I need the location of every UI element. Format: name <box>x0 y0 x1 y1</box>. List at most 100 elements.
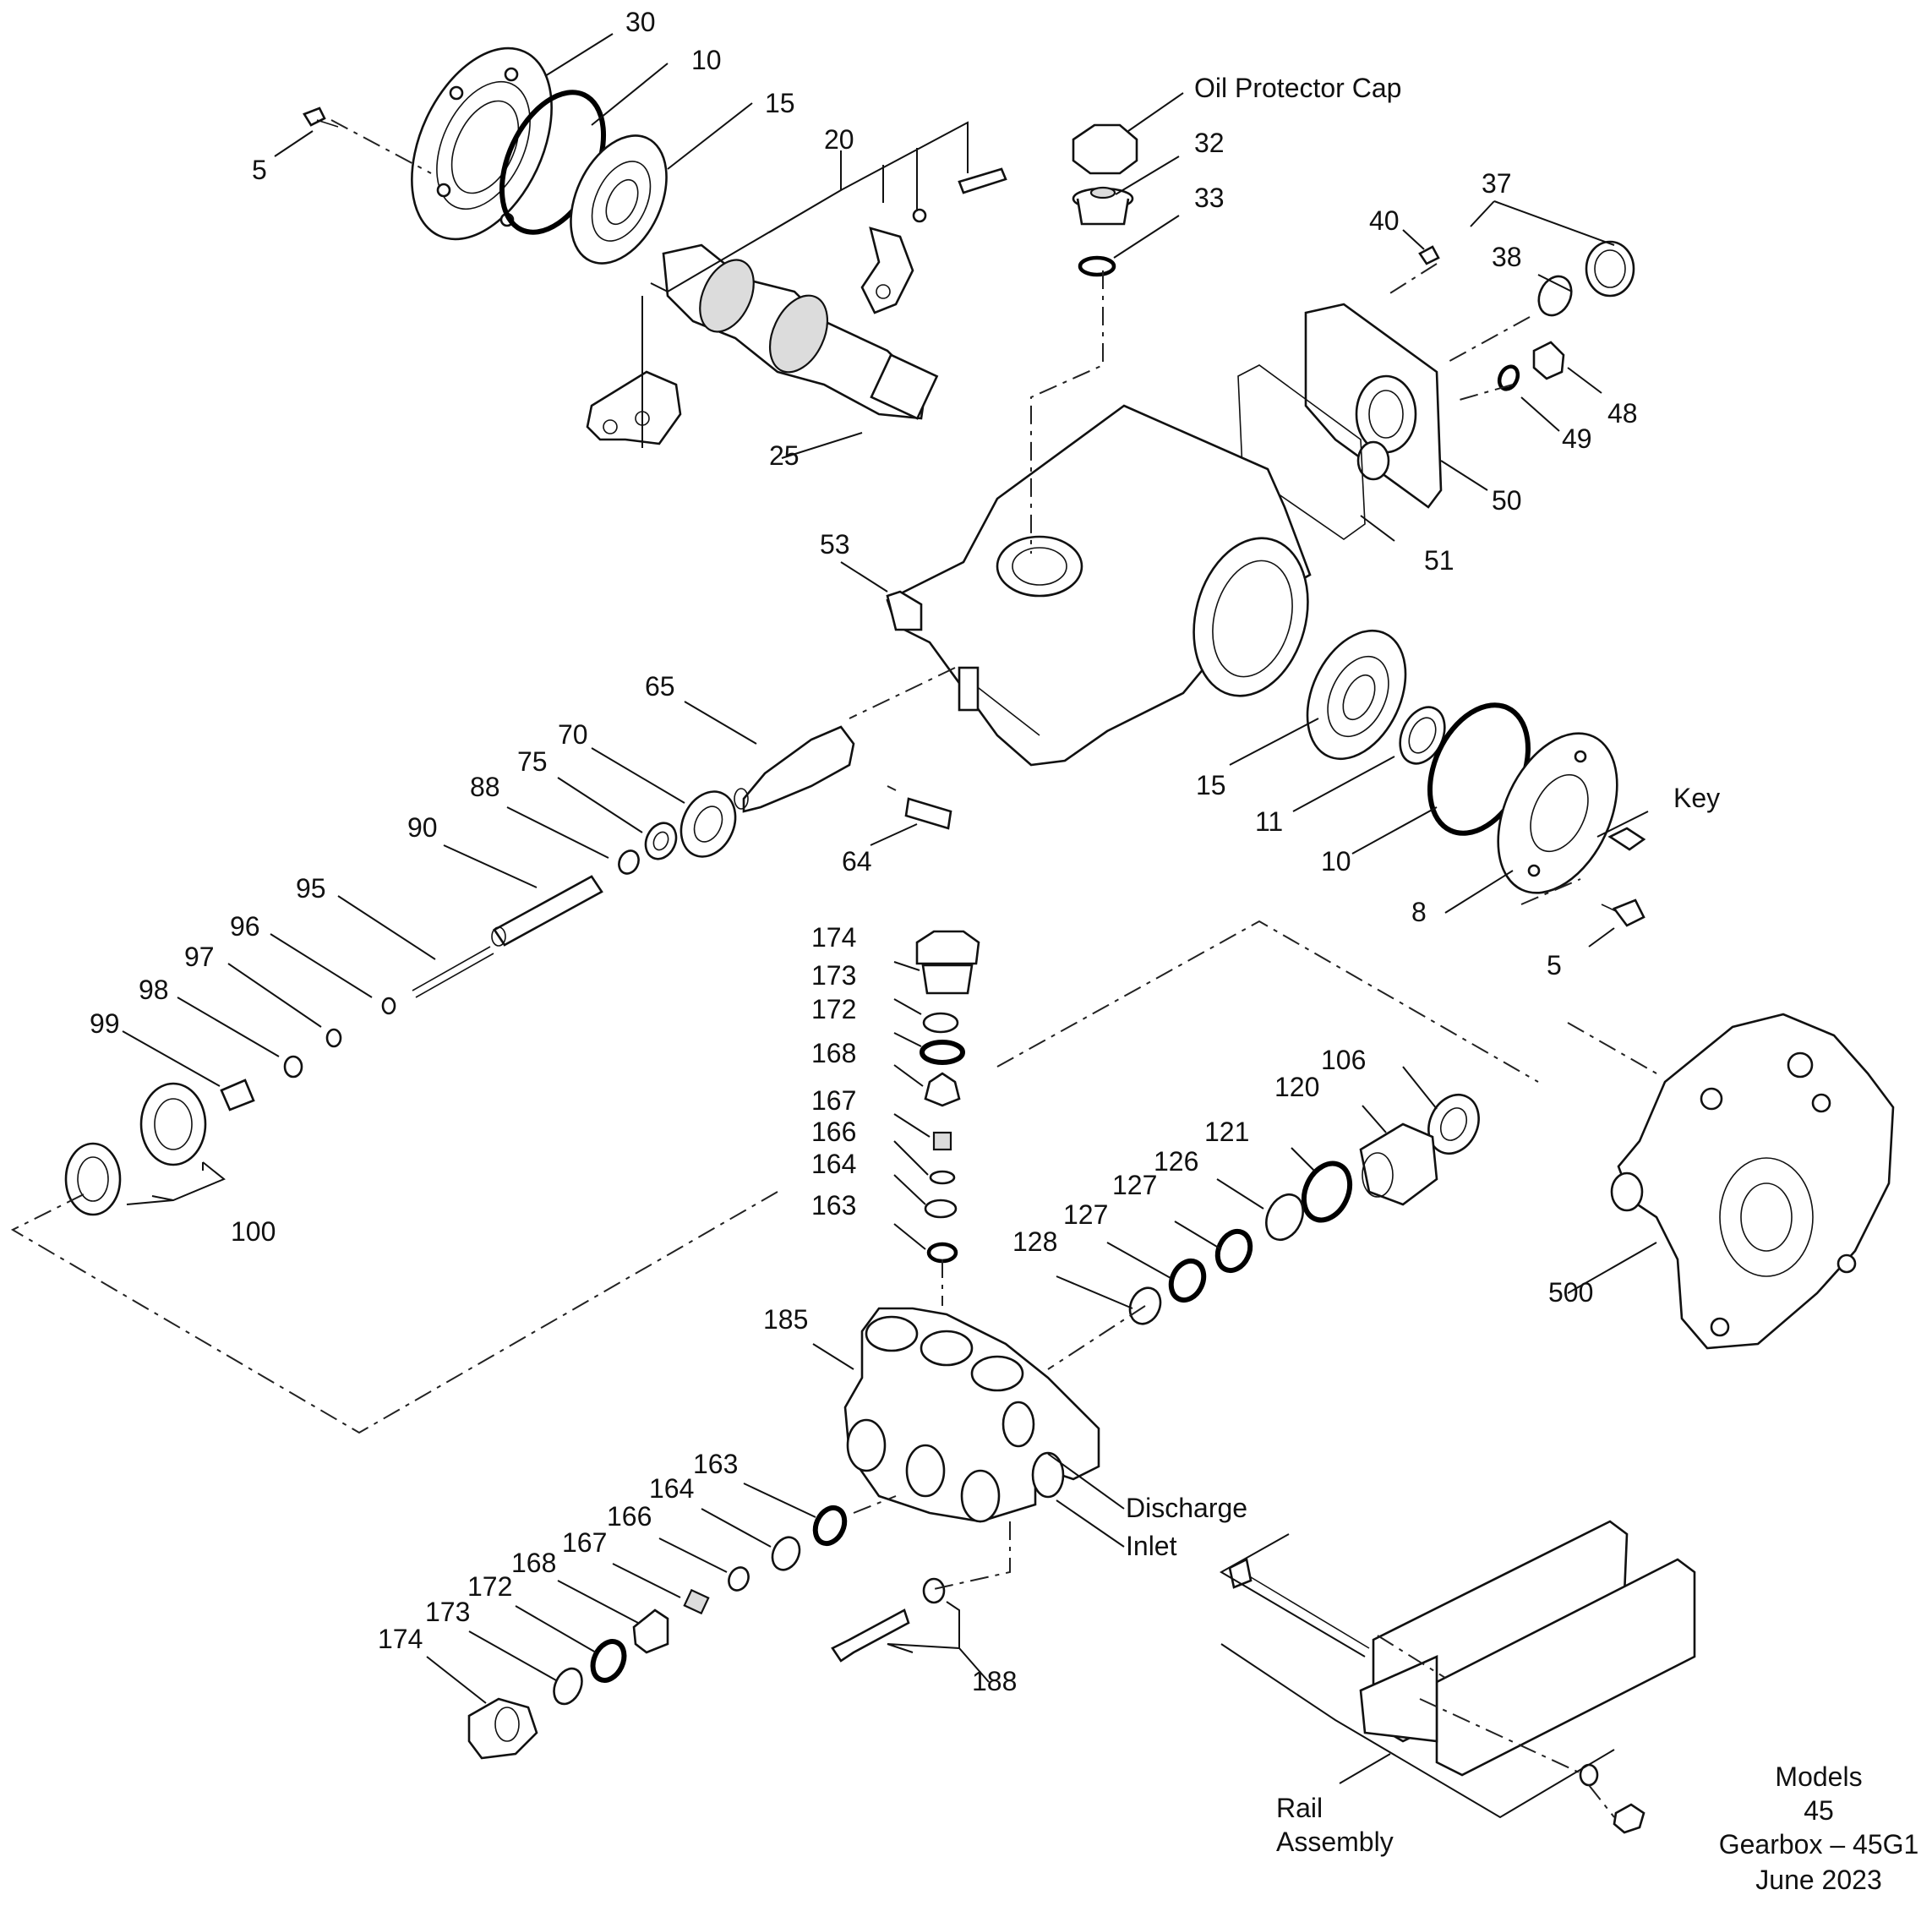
label-99: 99 <box>90 1008 120 1039</box>
o-ring-38 <box>1537 275 1573 317</box>
label-75: 75 <box>517 746 548 777</box>
valve-plug-174-top <box>915 930 980 995</box>
valve-seat-164-bottom <box>771 1536 801 1571</box>
label-37: 37 <box>1482 168 1512 199</box>
label-48: 48 <box>1607 398 1638 429</box>
label-128: 128 <box>1012 1226 1057 1257</box>
label-172-top: 172 <box>811 994 856 1024</box>
bolt-99 <box>220 1079 255 1111</box>
label-127-b: 127 <box>1063 1199 1108 1230</box>
label-174-bottom: 174 <box>378 1624 423 1654</box>
label-inlet: Inlet <box>1126 1531 1177 1561</box>
label-185: 185 <box>763 1304 808 1335</box>
connecting-rod-20 <box>860 167 1007 314</box>
oil-seal-70 <box>679 790 737 858</box>
label-65: 65 <box>645 671 675 702</box>
label-164-bottom: 164 <box>649 1473 694 1504</box>
label-166-top: 166 <box>811 1117 856 1147</box>
backup-ring-173-bottom <box>553 1667 583 1706</box>
footer-model-number: 45 <box>1804 1795 1834 1826</box>
o-ring-163-bottom <box>812 1505 848 1547</box>
ball-bearing-15-top <box>570 134 668 265</box>
label-38: 38 <box>1492 242 1522 272</box>
screw-40 <box>1418 245 1440 265</box>
oil-filler-plug-32 <box>1072 186 1134 226</box>
washer-98 <box>283 1055 303 1079</box>
backup-ring-172-top <box>922 1012 959 1034</box>
footer-date: June 2023 <box>1755 1865 1881 1895</box>
valve-166-bottom <box>728 1566 750 1592</box>
crosshead-65 <box>734 725 855 813</box>
seal-126 <box>1265 1193 1304 1242</box>
screw-5-top <box>303 106 339 128</box>
seal-retainer-106 <box>1427 1093 1480 1155</box>
label-100: 100 <box>231 1216 276 1247</box>
washer-96 <box>381 997 396 1015</box>
label-5-right: 5 <box>1547 950 1562 980</box>
label-rail: Rail <box>1276 1793 1323 1823</box>
label-120: 120 <box>1274 1072 1319 1102</box>
label-30: 30 <box>625 7 656 37</box>
manifold-185 <box>843 1307 1100 1523</box>
label-8: 8 <box>1411 897 1427 927</box>
label-10-top: 10 <box>691 45 722 75</box>
label-500: 500 <box>1548 1277 1593 1308</box>
spring-167-top <box>932 1131 952 1151</box>
label-172-bottom: 172 <box>467 1571 512 1602</box>
model-footer: Models 45 Gearbox – 45G1 June 2023 <box>1719 1761 1919 1895</box>
o-ring-163-top <box>926 1242 958 1264</box>
label-50: 50 <box>1492 485 1522 516</box>
footer-gearbox: Gearbox – 45G1 <box>1719 1829 1919 1860</box>
label-rail-assembly: Assembly <box>1276 1827 1394 1857</box>
label-25: 25 <box>769 440 800 471</box>
label-51: 51 <box>1424 545 1454 576</box>
label-166-bottom: 166 <box>607 1501 652 1532</box>
drain-plug-48 <box>1532 341 1565 380</box>
bearing-cover-8 <box>1497 732 1618 894</box>
label-121: 121 <box>1204 1117 1249 1147</box>
ring-88 <box>618 849 640 875</box>
label-40: 40 <box>1369 205 1400 236</box>
valve-retainer-168-bottom <box>632 1608 669 1654</box>
label-95: 95 <box>296 873 326 904</box>
spring-167-bottom <box>683 1588 710 1615</box>
packing-retainer-120 <box>1359 1122 1438 1206</box>
bolt-188 <box>831 1577 946 1663</box>
o-ring-168-top <box>920 1040 965 1065</box>
label-53: 53 <box>820 529 850 560</box>
washer-97 <box>325 1028 342 1048</box>
label-127-a: 127 <box>1112 1170 1157 1200</box>
label-126: 126 <box>1154 1146 1198 1177</box>
oil-sight-glass-37 <box>1585 240 1635 298</box>
label-32: 32 <box>1194 128 1225 158</box>
label-88: 88 <box>470 772 500 802</box>
valve-166-top <box>929 1170 956 1185</box>
footer-models: Models <box>1775 1761 1862 1792</box>
label-15-top: 15 <box>765 88 795 118</box>
label-97: 97 <box>184 942 215 972</box>
label-70: 70 <box>558 719 588 750</box>
packing-127b <box>1168 1258 1207 1303</box>
label-163-top: 163 <box>811 1190 856 1221</box>
screw-5-right <box>1601 898 1645 927</box>
label-5-top: 5 <box>252 155 267 185</box>
ball-bearing-15-right <box>1306 629 1407 761</box>
crankcase-53 <box>886 404 1312 767</box>
label-164-top: 164 <box>811 1149 856 1179</box>
part-labels: 30 10 15 20 5 25 Oil Protector Cap 32 33… <box>90 7 1720 1857</box>
label-20: 20 <box>824 124 854 155</box>
gearbox-500 <box>1610 1013 1895 1350</box>
valve-retainer-168 <box>924 1072 961 1107</box>
label-173-top: 173 <box>811 960 856 991</box>
rear-cover-50 <box>1304 303 1443 509</box>
label-163-bottom: 163 <box>693 1449 738 1479</box>
label-11: 11 <box>1255 806 1283 837</box>
label-174-top: 174 <box>811 922 856 953</box>
o-ring-121 <box>1301 1161 1353 1223</box>
label-96: 96 <box>230 911 260 942</box>
label-168-bottom: 168 <box>511 1548 556 1578</box>
label-oil-protector-cap: Oil Protector Cap <box>1194 73 1401 103</box>
alignment-lines <box>10 119 1657 1818</box>
leader-lines <box>122 33 1657 1819</box>
label-106: 106 <box>1321 1045 1366 1075</box>
